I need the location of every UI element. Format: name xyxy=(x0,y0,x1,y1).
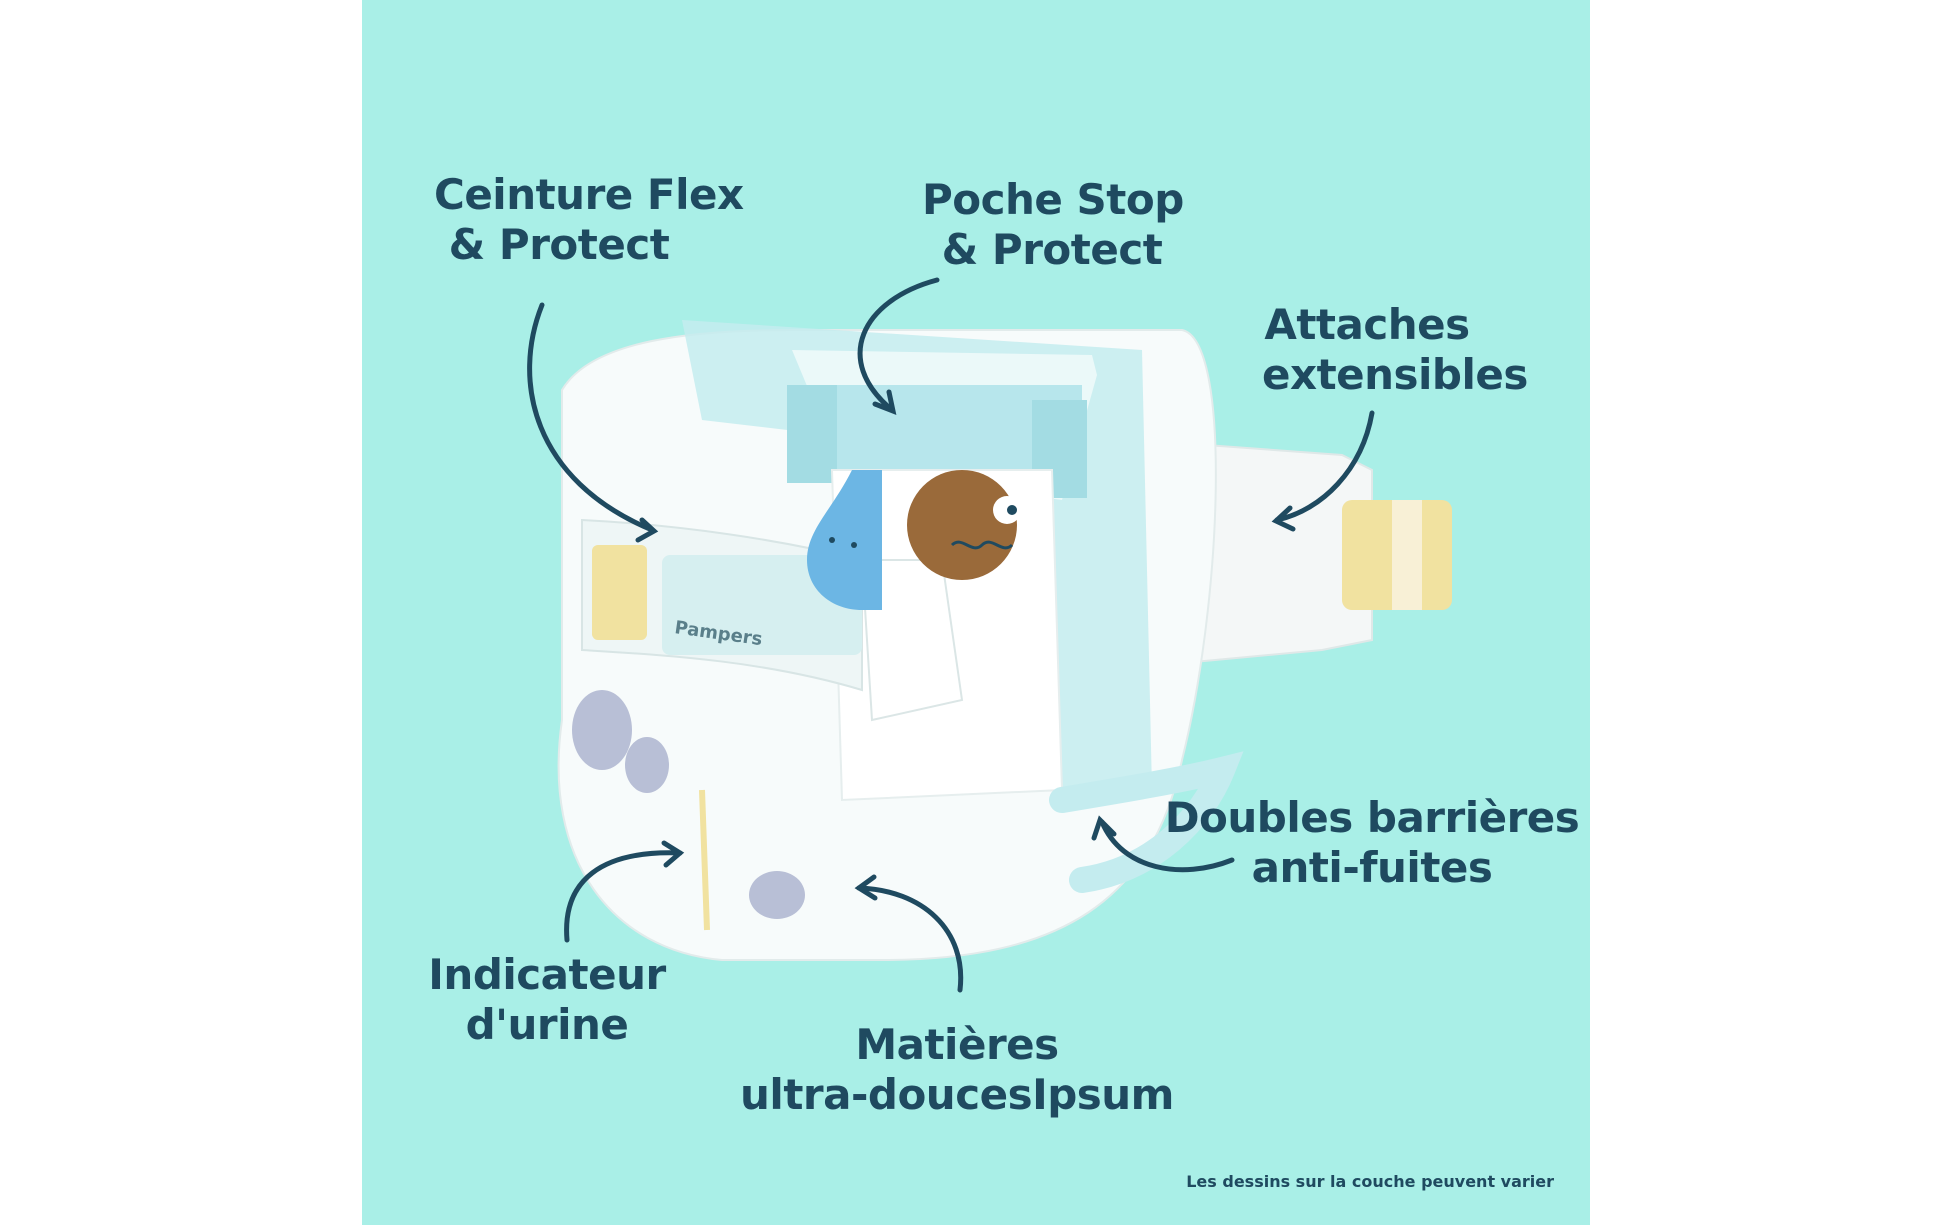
product-illustration-panel: Pampers xyxy=(362,0,1590,1225)
label-indicateur-urine: Indicateur d'urine xyxy=(422,950,672,1050)
arrow-head-ceinture xyxy=(635,517,659,543)
label-poche-line1: Poche Stop xyxy=(922,175,1184,224)
arrow-head-indicateur xyxy=(661,840,685,868)
arrow-ceinture xyxy=(527,302,655,533)
arrow-attaches xyxy=(1274,410,1375,523)
diaper-illustration: Pampers xyxy=(527,277,1452,993)
label-indicateur-line2: d'urine xyxy=(465,1000,629,1049)
waistband-yellow-tab xyxy=(592,545,647,640)
pocket-edge-left xyxy=(787,385,837,483)
urine-indicator-line xyxy=(699,789,710,931)
fastening-tape-stripe xyxy=(1392,500,1422,610)
arrow-head-barrieres xyxy=(1091,815,1117,841)
label-poche-stop-protect: Poche Stop & Protect xyxy=(922,175,1184,275)
label-matieres-line1: Matières xyxy=(855,1020,1059,1069)
arrow-poche xyxy=(857,277,940,413)
label-matieres-line2: ultra-doucesIpsum xyxy=(740,1070,1174,1119)
arrow-head-matieres xyxy=(854,874,878,901)
label-attaches-extensibles: Attaches extensibles xyxy=(1262,300,1528,400)
arrow-matieres xyxy=(856,885,964,993)
callout-arrows xyxy=(527,277,1375,993)
baby-elephant-print-icon xyxy=(625,737,669,793)
label-ceinture-flex-protect: Ceinture Flex & Protect xyxy=(434,170,744,270)
poo-character xyxy=(907,470,1017,580)
label-barrieres-line2: anti-fuites xyxy=(1251,843,1493,892)
label-poche-line2: & Protect xyxy=(941,225,1163,274)
label-matieres-ultra-douces: Matières ultra-doucesIpsum xyxy=(737,1020,1177,1120)
label-ceinture-line2: & Protect xyxy=(448,220,670,269)
front-flap xyxy=(860,559,964,722)
label-doubles-barrieres: Doubles barrières anti-fuites xyxy=(1157,793,1587,893)
label-attaches-line2: extensibles xyxy=(1262,350,1528,399)
pee-drop-character xyxy=(807,470,882,610)
arrow-head-poche xyxy=(872,389,897,416)
elephant-print-icon-2 xyxy=(749,871,805,919)
label-ceinture-line1: Ceinture Flex xyxy=(434,170,744,219)
label-attaches-line1: Attaches xyxy=(1264,300,1470,349)
elephant-print-icon xyxy=(572,690,632,770)
disclaimer-text: Les dessins sur la couche peuvent varier xyxy=(1186,1172,1554,1191)
label-indicateur-line1: Indicateur xyxy=(428,950,666,999)
arrow-indicateur xyxy=(564,850,683,943)
label-barrieres-line1: Doubles barrières xyxy=(1164,793,1580,842)
arrow-head-attaches xyxy=(1271,505,1296,532)
arrow-barrieres xyxy=(1099,819,1235,873)
